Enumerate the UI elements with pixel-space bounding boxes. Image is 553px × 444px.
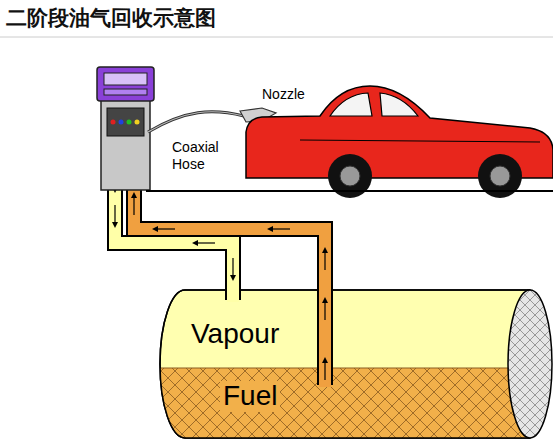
coaxial-hose <box>148 112 244 132</box>
diagram-title: 二阶段油气回收示意图 <box>6 4 216 32</box>
vapour-zone: Vapour <box>188 318 282 350</box>
fuel-dispenser <box>97 67 154 190</box>
fuel-zone: Fuel <box>220 380 280 412</box>
ground-line <box>146 190 553 192</box>
zone-label: Vapour <box>188 319 282 350</box>
storage-tank <box>160 290 552 438</box>
title-rule <box>0 37 553 38</box>
hose-label: Coaxial Hose <box>172 139 232 173</box>
fuel-supply-pipe <box>134 143 325 387</box>
zone-label: Fuel <box>220 381 280 412</box>
car <box>246 86 553 198</box>
nozzle-label: Nozzle <box>262 86 305 103</box>
